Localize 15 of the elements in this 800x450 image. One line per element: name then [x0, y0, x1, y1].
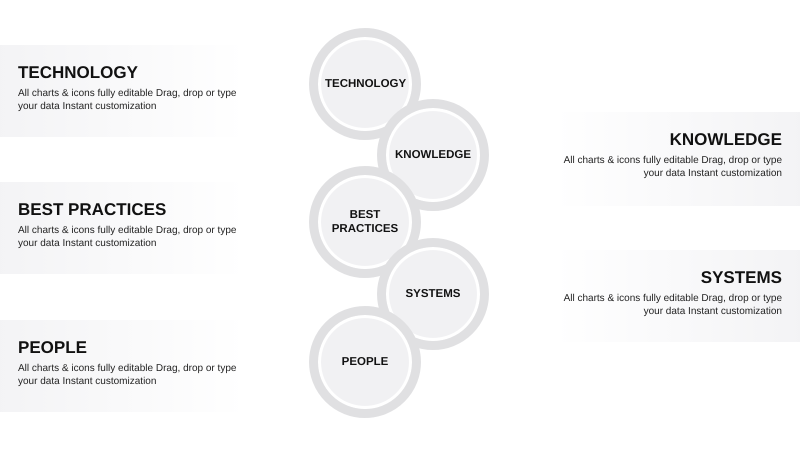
panel-description: All charts & icons fully editable Drag, drop or type your data Instant customization — [563, 292, 782, 318]
circle-label: TECHNOLOGY — [325, 77, 405, 91]
circle-label: SYSTEMS — [406, 287, 460, 301]
panel-description: All charts & icons fully editable Drag, drop or type your data Instant customization — [563, 154, 782, 180]
panel-description: All charts & icons fully editable Drag, drop or type your data Instant customization — [18, 87, 237, 113]
panel-heading: BEST PRACTICES — [18, 200, 166, 220]
panel-heading: PEOPLE — [18, 338, 87, 358]
circle-label: KNOWLEDGE — [394, 148, 472, 162]
panel-heading: TECHNOLOGY — [18, 63, 138, 83]
circle-label: BEST PRACTICES — [330, 208, 400, 236]
panel-heading: SYSTEMS — [700, 268, 782, 288]
circle-label: PEOPLE — [342, 355, 388, 369]
panel-description: All charts & icons fully editable Drag, drop or type your data Instant customization — [18, 224, 237, 250]
panel-description: All charts & icons fully editable Drag, drop or type your data Instant customization — [18, 362, 237, 388]
panel-heading: KNOWLEDGE — [670, 130, 782, 150]
